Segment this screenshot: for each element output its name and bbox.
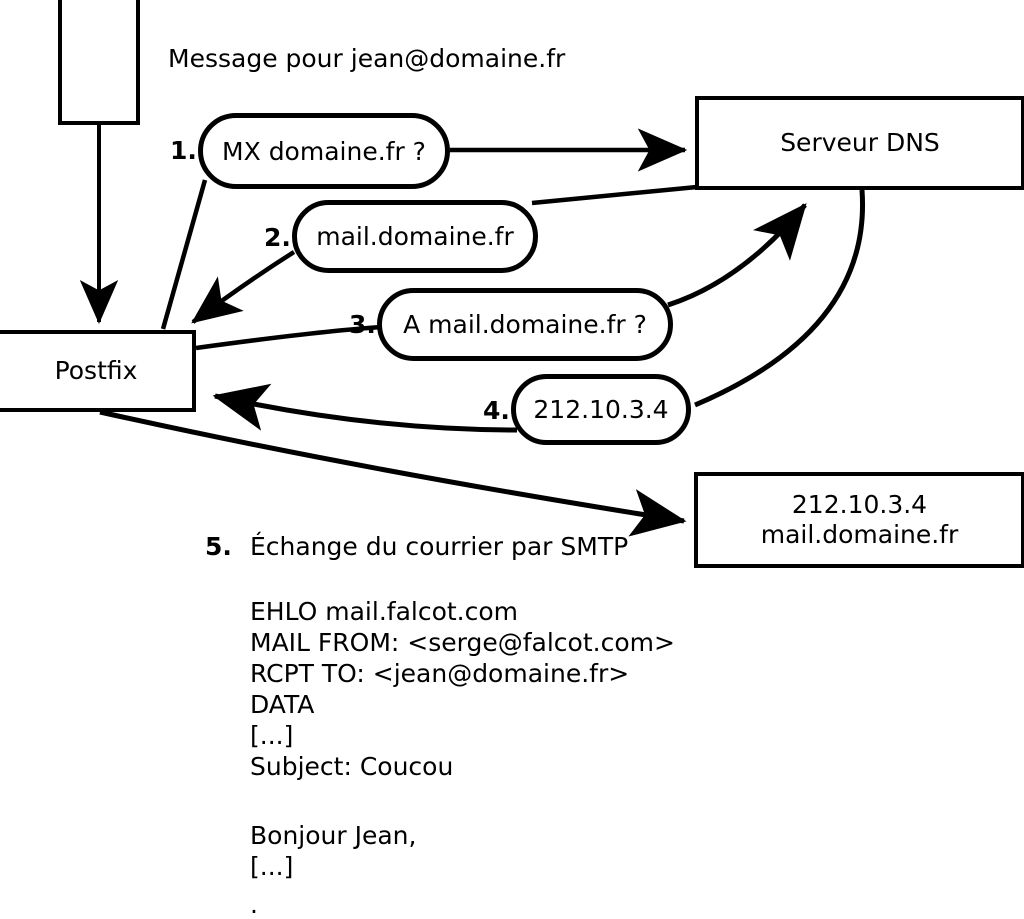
edge-step2-to-postfix (191, 250, 296, 324)
smtp-line-3: RCPT TO: <jean@domaine.fr> (250, 659, 630, 688)
edge-dns-to-step2 (531, 184, 698, 206)
edge-dns-to-step4 (694, 189, 866, 408)
remote-mx-box[interactable]: 212.10.3.4 mail.domaine.fr (694, 472, 1024, 568)
step-4-label: 212.10.3.4 (533, 395, 669, 424)
smtp-line-10: . (250, 890, 258, 919)
step-5-number: 5. (205, 532, 232, 561)
remote-mx-ip: 212.10.3.4 (791, 489, 928, 519)
mail-client-box[interactable] (58, 0, 140, 125)
step-1-label: MX domaine.fr ? (222, 136, 426, 166)
postfix-box[interactable]: Postfix (0, 330, 196, 412)
step-1-bubble[interactable]: MX domaine.fr ? (198, 113, 450, 189)
message-note: Message pour jean@domaine.fr (168, 44, 566, 73)
edge-postfix-to-step1 (160, 179, 208, 330)
step-4-bubble[interactable]: 212.10.3.4 (511, 374, 691, 445)
step-3-label: A mail.domaine.fr ? (403, 310, 647, 339)
smtp-line-5: [...] (250, 721, 294, 750)
step-5-label: Échange du courrier par SMTP (250, 532, 629, 561)
step-3-bubble[interactable]: A mail.domaine.fr ? (377, 288, 673, 361)
postfix-label: Postfix (54, 355, 138, 385)
step-4-number: 4. (483, 396, 510, 425)
dns-server-label: Serveur DNS (780, 127, 940, 157)
edge-postfix-to-step3 (195, 324, 383, 351)
step-3-number: 3. (349, 310, 376, 339)
smtp-line-8: Bonjour Jean, (250, 821, 417, 850)
smtp-line-4: DATA (250, 690, 315, 719)
dns-server-box[interactable]: Serveur DNS (695, 96, 1024, 190)
step-2-label: mail.domaine.fr (316, 222, 514, 251)
smtp-line-9: [...] (250, 852, 294, 881)
smtp-line-6: Subject: Coucou (250, 752, 454, 781)
step-1-number: 1. (170, 136, 197, 165)
remote-mx-host: mail.domaine.fr (760, 520, 959, 549)
smtp-line-2: MAIL FROM: <serge@falcot.com> (250, 628, 675, 657)
edge-postfix-to-remote-mx (99, 409, 687, 537)
smtp-line-1: EHLO mail.falcot.com (250, 597, 519, 626)
step-2-number: 2. (264, 223, 291, 252)
step-2-bubble[interactable]: mail.domaine.fr (292, 200, 538, 273)
edge-step3-to-dns (667, 203, 807, 308)
edge-step4-to-postfix (212, 383, 518, 433)
